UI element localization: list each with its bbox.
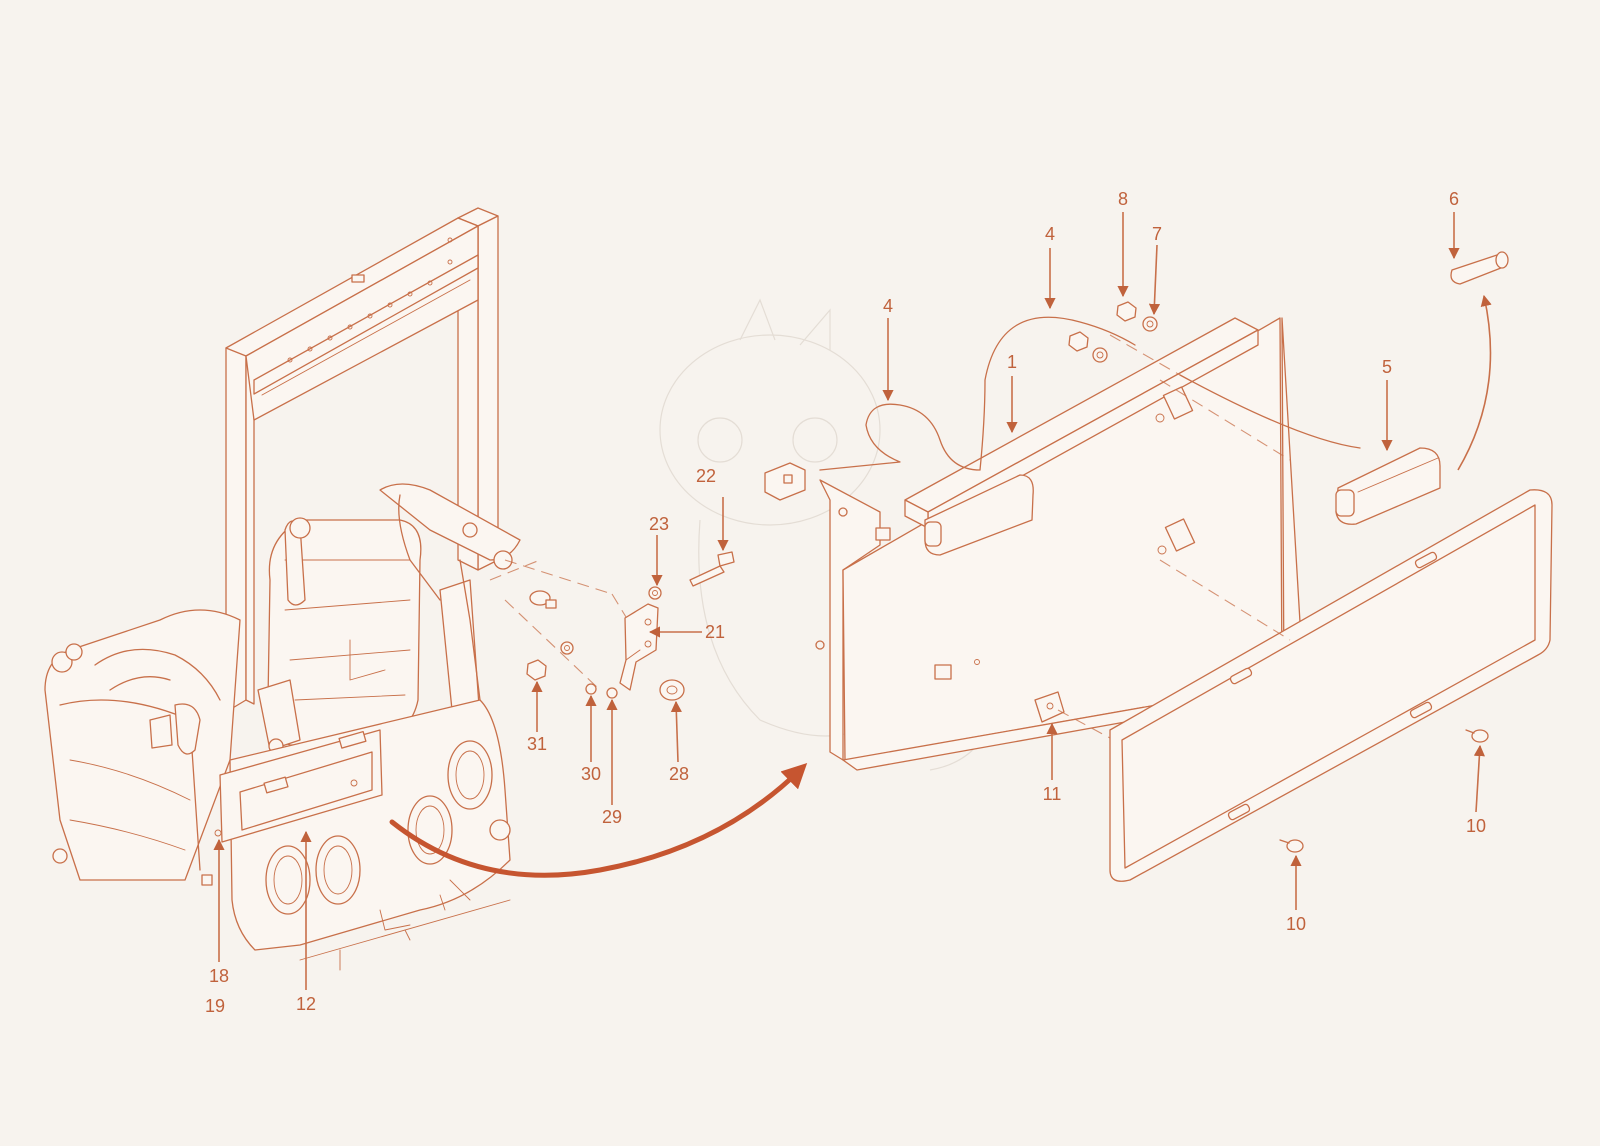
screw-10a <box>1465 729 1489 743</box>
callout-10-lower: 10 <box>1286 914 1306 934</box>
bracket-21 <box>619 603 659 691</box>
washer-small <box>560 641 574 655</box>
callout-6: 6 <box>1449 189 1459 209</box>
callout-5: 5 <box>1382 357 1392 377</box>
lamp-5 <box>1335 447 1441 525</box>
callout-1: 1 <box>1007 352 1017 372</box>
washer-29 <box>606 687 618 699</box>
lamp-left <box>924 474 1034 556</box>
transfer-arrow <box>389 763 808 878</box>
callout-4-upper: 4 <box>1045 224 1055 244</box>
license-plate-frame <box>1109 489 1553 882</box>
callout-30: 30 <box>581 764 601 784</box>
callout-12: 12 <box>296 994 316 1014</box>
callout-22: 22 <box>696 466 716 486</box>
callout-31: 31 <box>527 734 547 754</box>
callout-21: 21 <box>705 622 725 642</box>
nut-31 <box>526 659 547 681</box>
leader-lines <box>213 212 1485 990</box>
screw-10b <box>1279 839 1304 853</box>
callout-19: 19 <box>205 996 225 1016</box>
callout-18: 18 <box>209 966 229 986</box>
rops-frame <box>225 207 499 713</box>
lamp-housing <box>904 317 1259 529</box>
bulb-6 <box>1450 251 1509 285</box>
knob <box>529 590 557 609</box>
wire-4 <box>819 316 1136 471</box>
callout-10-right: 10 <box>1466 816 1486 836</box>
callout-11: 11 <box>1043 784 1062 804</box>
callout-28: 28 <box>669 764 689 784</box>
callout-7: 7 <box>1152 224 1162 244</box>
seat <box>267 519 422 746</box>
washer-23 <box>648 586 662 600</box>
bulb-arrow <box>1457 294 1492 471</box>
callout-4-lower: 4 <box>883 296 893 316</box>
nut-30 <box>585 683 597 695</box>
cab-body <box>44 483 521 881</box>
wire-connector <box>764 462 806 501</box>
hardware-cluster <box>526 551 735 701</box>
callout-23: 23 <box>649 514 669 534</box>
machine-assembly <box>44 207 521 971</box>
frame-holes <box>287 237 453 363</box>
washer-7 <box>1142 316 1158 332</box>
mounted-plate <box>201 729 383 886</box>
callout-labels: 1 4 4 5 6 7 8 10 10 11 12 18 19 21 22 23… <box>205 189 1486 1016</box>
flange-28 <box>659 679 685 701</box>
bolt-22 <box>689 551 735 587</box>
explode-lines-left <box>489 559 641 691</box>
nut-8 <box>1116 301 1137 322</box>
explode-lines-right <box>1057 334 1291 739</box>
callout-29: 29 <box>602 807 622 827</box>
callout-8: 8 <box>1118 189 1128 209</box>
clip-11 <box>1034 691 1065 723</box>
plate-bracket-assembly <box>764 251 1553 882</box>
